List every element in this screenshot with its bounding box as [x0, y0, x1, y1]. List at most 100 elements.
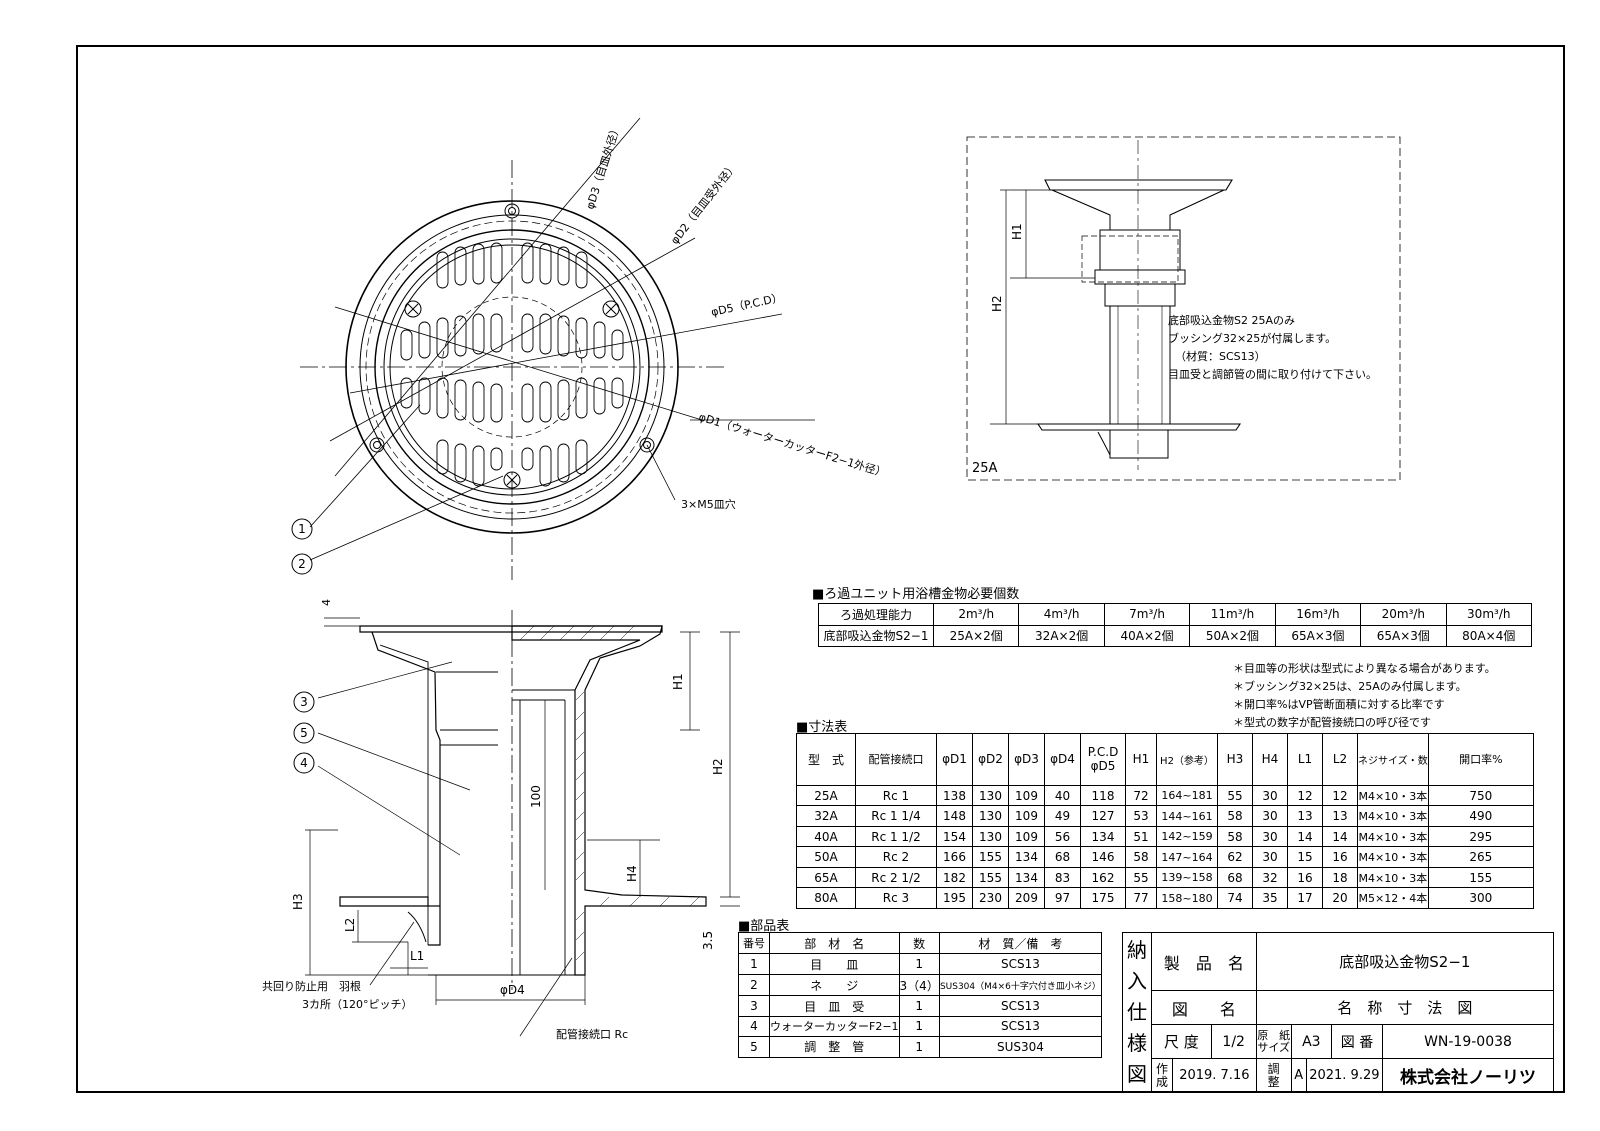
parts-cell: 1 — [898, 953, 940, 976]
dim-cell: 25A — [796, 784, 856, 807]
dim-cell: 138 — [936, 784, 973, 807]
dim-3-5: 3.5 — [701, 931, 715, 950]
label-d2: φD2（目皿受外径） — [668, 160, 740, 247]
dim-cell: 58 — [1217, 825, 1253, 848]
number-label: 図 番 — [1331, 1024, 1384, 1059]
dim-cell: 155 — [972, 866, 1009, 889]
dim-cell: 30 — [1252, 846, 1288, 868]
dim-cell: 139~158 — [1156, 866, 1218, 889]
filter-cell: 20m³/h — [1360, 603, 1447, 626]
dim-header-cell: P.C.D φD5 — [1080, 733, 1126, 786]
filter-cell: 底部吸込金物S2−1 — [818, 624, 934, 647]
dim-cell: 32 — [1252, 866, 1288, 889]
dim-cell: 130 — [972, 784, 1009, 807]
dim-cell: Rc 2 1/2 — [855, 866, 937, 889]
side-title: 納 入 仕 様 図 — [1122, 932, 1152, 1093]
filter-table-header: ろ過処理能力 2m³/h 4m³/h 7m³/h 11m³/h 16m³/h 2… — [818, 603, 1533, 626]
dim-cell: 148 — [936, 805, 973, 827]
vane-label: 共回り防止用 羽根 — [262, 979, 361, 993]
dim-cell: M4×10・3本 — [1357, 846, 1429, 868]
dimension-table-header: 型 式 配管接続口 φD1 φD2 φD3 φD4 P.C.D φD5 H1 H… — [796, 733, 1535, 786]
callout-4-circle — [293, 752, 315, 774]
title-block-row: 納 入 仕 様 図 製 品 名 底部吸込金物S2−1 — [1122, 932, 1555, 1093]
parts-header-cell: 部 材 名 — [769, 931, 900, 955]
paper-value: A3 — [1290, 1024, 1333, 1059]
detail-note-4: 目皿受と調節管の間に取り付けて下さい。 — [1168, 367, 1377, 381]
dim-cell: Rc 2 — [855, 846, 937, 868]
revised-value: 2021. 9.29 — [1305, 1058, 1384, 1093]
dim-cell: Rc 1 1/2 — [855, 825, 937, 848]
dim-cell: 134 — [1008, 846, 1045, 868]
dim-header-cell: φD2 — [972, 733, 1009, 786]
dim-cell: 12 — [1287, 784, 1323, 807]
detail-25a — [966, 136, 1401, 481]
filter-table: ろ過処理能力 2m³/h 4m³/h 7m³/h 11m³/h 16m³/h 2… — [818, 603, 1533, 647]
title-block: 納 入 仕 様 図 製 品 名 底部吸込金物S2−1 図 名 名 称 寸 法 図… — [1122, 932, 1555, 1093]
detail-25a-labels: 25A H1 H2 底部吸込金物S2 25Aのみ ブッシング32×25が付属しま… — [972, 223, 1377, 476]
title-block-row: 図 名 名 称 寸 法 図 — [1123, 990, 1555, 1025]
dim-l1: L1 — [410, 949, 424, 963]
dim-cell: 162 — [1080, 866, 1126, 889]
dim-header-cell: φD4 — [1044, 733, 1081, 786]
dim-cell: 146 — [1080, 846, 1126, 868]
callout-1: 1 — [298, 522, 306, 536]
dim-cell: 30 — [1252, 784, 1288, 807]
dim-cell: 14 — [1287, 825, 1323, 848]
paper-label: 原 紙 サイズ — [1255, 1024, 1292, 1059]
dim-cell: 16 — [1322, 846, 1358, 868]
dim-cell: 164~181 — [1156, 784, 1218, 807]
section-view-labels: 4 H1 H2 H4 H3 100 L2 L1 φD4 3.5 3 5 4 共回… — [262, 599, 725, 1041]
callout-1-circle — [291, 518, 313, 540]
label-holes: 3×M5皿穴 — [681, 497, 736, 511]
parts-cell: SCS13 — [938, 953, 1103, 976]
dim-cell: 109 — [1008, 784, 1045, 807]
parts-cell: 目 皿 受 — [769, 995, 900, 1018]
dim-cell: 58 — [1125, 846, 1157, 868]
dim-cell: 35 — [1252, 887, 1288, 909]
dim-cell: M4×10・3本 — [1357, 805, 1429, 827]
callout-3-circle — [293, 691, 315, 713]
dim-cell: 109 — [1008, 805, 1045, 827]
dim-header-cell: 配管接続口 — [855, 733, 937, 786]
dim-cell: 109 — [1008, 825, 1045, 848]
dim-cell: 58 — [1217, 805, 1253, 827]
vane-pitch: 3カ所（120°ピッチ） — [302, 998, 413, 1011]
filter-cell: 32A×2個 — [1018, 624, 1105, 647]
dim-cell: 265 — [1427, 846, 1535, 868]
parts-cell: 5 — [738, 1035, 770, 1059]
dim-cell: M4×10・3本 — [1357, 866, 1429, 889]
section-view — [305, 610, 740, 1037]
dim-100: 100 — [529, 785, 543, 808]
dim-cell: 56 — [1044, 825, 1081, 848]
side-char: 図 — [1127, 1062, 1147, 1086]
parts-cell: 目 皿 — [769, 953, 900, 976]
dim-cell: 16 — [1287, 866, 1323, 889]
dim-header-cell: 型 式 — [796, 733, 856, 786]
note-3: ＊開口率%はVP管断面積に対する比率です — [1233, 698, 1445, 711]
dim-d4: φD4 — [500, 983, 525, 997]
filter-cell: 2m³/h — [932, 603, 1020, 626]
filter-table-title: ■ろ過ユニット用浴槽金物必要個数 — [812, 587, 1020, 602]
parts-header-cell: 番号 — [738, 931, 770, 955]
dim-cell: 12 — [1322, 784, 1358, 807]
filter-cell: 30m³/h — [1445, 603, 1533, 626]
label-d5: φD5（P.C.D） — [710, 291, 784, 319]
dim-h2: H2 — [711, 758, 725, 775]
product-label: 製 品 名 — [1151, 932, 1257, 991]
dim-header-cell: L1 — [1287, 733, 1323, 786]
dim-header-cell: ネジサイズ・数 — [1357, 733, 1429, 786]
dim-cell: 49 — [1044, 805, 1081, 827]
dim-cell: 30 — [1252, 805, 1288, 827]
dim-cell: 155 — [972, 846, 1009, 868]
dim-cell: 127 — [1080, 805, 1126, 827]
dim-cell: 118 — [1080, 784, 1126, 807]
created-value: 2019. 7.16 — [1172, 1058, 1257, 1093]
plan-view — [300, 117, 815, 580]
detail-note-3: （材質：SCS13） — [1175, 349, 1266, 363]
label-d3: φD3（目皿外径） — [583, 123, 623, 211]
